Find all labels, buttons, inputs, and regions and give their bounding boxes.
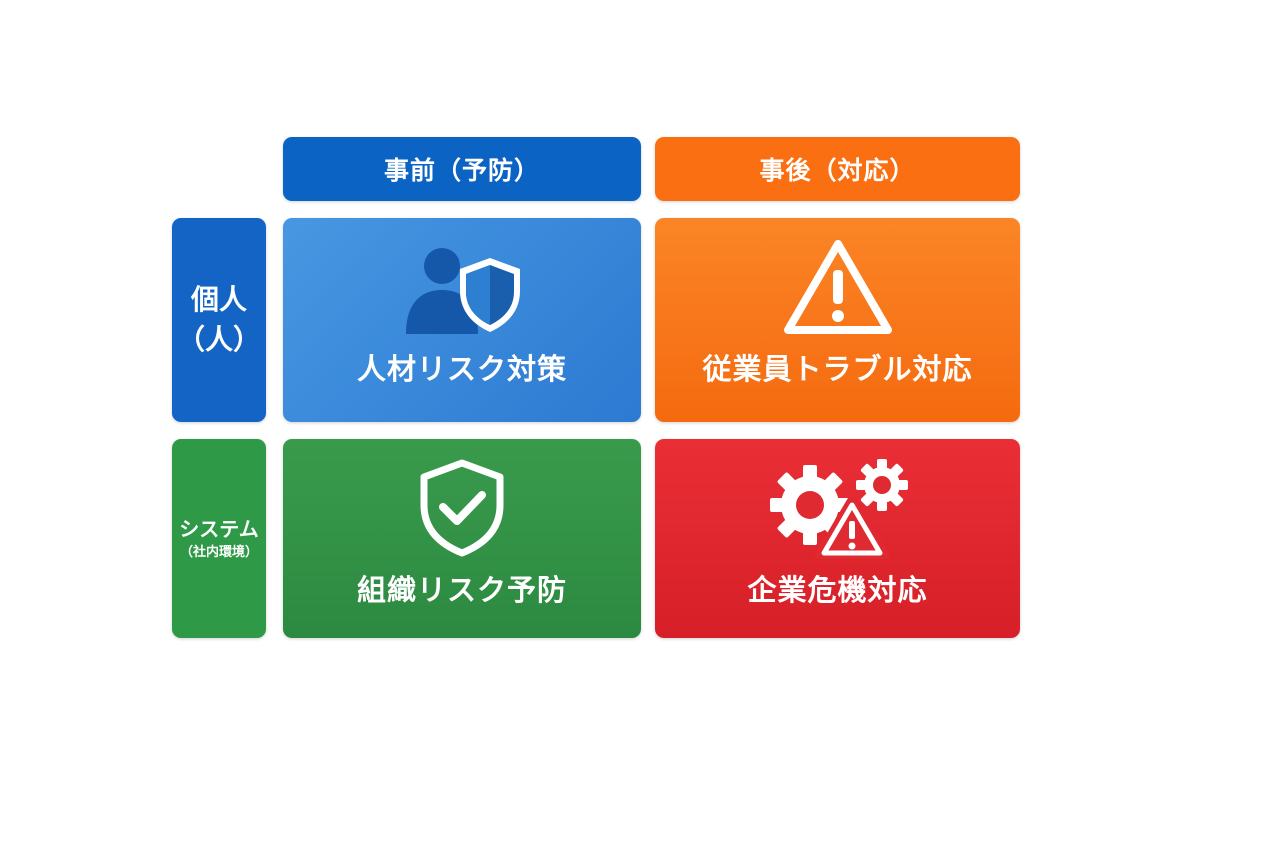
cell-org-risk: 組織リスク予防 xyxy=(283,439,641,638)
row-individual-line1: 個人 xyxy=(190,283,247,316)
header-prevention: 事前（予防） xyxy=(283,137,641,201)
header-response-label: 事後（対応） xyxy=(759,156,916,185)
row-system-main: システム xyxy=(179,516,259,541)
cell-crisis-label: 企業危機対応 xyxy=(747,573,928,607)
gears-warning-icon xyxy=(758,453,918,561)
row-label-individual: 個人 （人） xyxy=(172,218,266,422)
cell-employee-trouble: 従業員トラブル対応 xyxy=(655,218,1020,422)
header-response: 事後（対応） xyxy=(655,137,1020,201)
row-system-sub: （社内環境） xyxy=(179,544,258,560)
row-label-system: システム （社内環境） xyxy=(172,439,266,638)
cell-crisis: 企業危機対応 xyxy=(655,439,1020,638)
row-individual-line2: （人） xyxy=(176,323,261,356)
shield-check-icon xyxy=(414,453,510,561)
warning-triangle-icon xyxy=(780,232,896,340)
cell-hr-risk-label: 人材リスク対策 xyxy=(356,352,567,386)
cell-hr-risk: 人材リスク対策 xyxy=(283,218,641,422)
header-prevention-label: 事前（予防） xyxy=(383,156,540,185)
cell-org-risk-label: 組織リスク予防 xyxy=(356,573,567,607)
person-shield-icon xyxy=(392,232,532,340)
cell-employee-trouble-label: 従業員トラブル対応 xyxy=(702,352,973,386)
